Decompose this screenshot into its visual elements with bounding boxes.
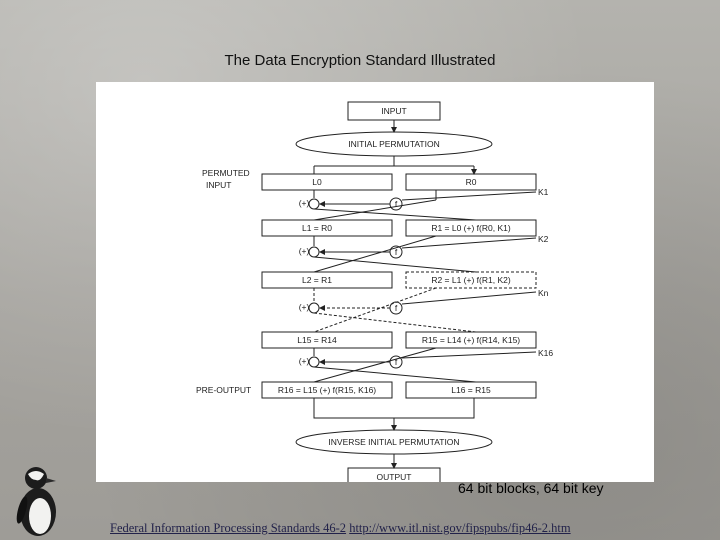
key-k16-label: K16 [538,348,553,358]
r1-box [405,219,537,237]
l0-label: L0 [312,177,322,187]
f-label: f [395,247,398,257]
l2-label: L2 = R1 [302,275,332,285]
permuted-input-label-2: INPUT [206,180,232,190]
r15-label: R15 = L14 (+) f(R14, K15) [422,335,520,345]
l1-label: L1 = R0 [302,223,332,233]
permuted-input-label-1: PERMUTED [202,168,250,178]
key-kn-label: Kn [538,288,549,298]
l2-box [261,271,393,289]
key-k2-label: K2 [538,234,549,244]
xor-label: (+) [299,246,310,256]
l15-label: L15 = R14 [297,335,337,345]
xor-circle [308,356,320,368]
xor-label: (+) [299,356,310,366]
xor-label: (+) [299,302,310,312]
input-label: INPUT [381,106,407,116]
initial-permutation-label: INITIAL PERMUTATION [348,139,439,149]
f-label: f [395,199,398,209]
r2-box [405,271,537,289]
r16-box [261,381,393,399]
r15-box [405,331,537,349]
footer-links: Federal Information Processing Standards… [110,521,571,536]
pre-output-label: PRE-OUTPUT [196,385,251,395]
des-flowchart: INPUT INITIAL PERMUTATION PERMUTED INPUT… [196,101,553,482]
l1-box [261,219,393,237]
slide-title: The Data Encryption Standard Illustrated [224,52,496,69]
r0-label: R0 [466,177,477,187]
xor-circle [308,198,320,210]
xor-circle [308,302,320,314]
l0-box [261,173,393,191]
des-diagram-panel: INPUT INITIAL PERMUTATION PERMUTED INPUT… [96,82,654,482]
xor-circle [308,246,320,258]
inverse-permutation-label: INVERSE INITIAL PERMUTATION [328,437,459,447]
nist-url-link[interactable]: http://www.itl.nist.gov/fipspubs/fip46-2… [349,521,571,535]
r2-label: R2 = L1 (+) f(R1, K2) [431,275,511,285]
key-k1-label: K1 [538,187,549,197]
f-label: f [395,303,398,313]
l15-box [261,331,393,349]
output-box [347,467,441,482]
block-size-caption: 64 bit blocks, 64 bit key [458,480,604,496]
l16-label: L16 = R15 [451,385,491,395]
xor-label: (+) [299,198,310,208]
r0-box [405,173,537,191]
f-label: f [395,357,398,367]
r1-label: R1 = L0 (+) f(R0, K1) [431,223,511,233]
l16-box [405,381,537,399]
penguin-image [16,467,56,536]
output-label: OUTPUT [377,472,412,482]
r16-label: R16 = L15 (+) f(R15, K16) [278,385,376,395]
fips-46-2-link[interactable]: Federal Information Processing Standards… [110,521,347,535]
